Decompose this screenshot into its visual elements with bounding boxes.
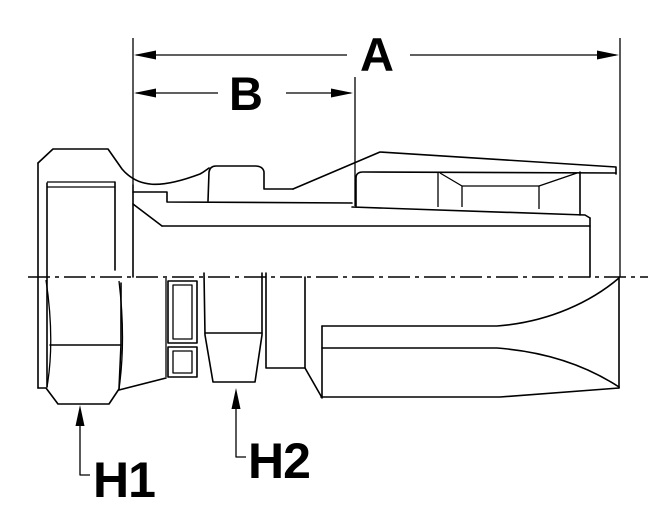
nut-hex-corner-left [45, 279, 52, 388]
hex2-profile [203, 272, 263, 383]
retainer-ring-2-inner [172, 350, 193, 374]
nipple-nose-chamfer [132, 203, 163, 227]
dim-b-arrowhead-left-icon [134, 88, 156, 98]
dim-a-arrowhead-right-icon [597, 50, 619, 60]
fitting-outline-top [37, 148, 617, 389]
h1-label: H1 [93, 452, 155, 508]
nut-outer-profile [37, 148, 210, 186]
h2-label: H2 [248, 433, 310, 489]
dim-a-label: A [360, 28, 394, 81]
retainer-ring-2 [167, 346, 198, 378]
body-sleeve [265, 272, 306, 369]
dimension-a: A [132, 28, 621, 277]
h1-leader-line [79, 425, 90, 476]
shell-lower-line-flare [321, 347, 620, 388]
dim-b-label: B [229, 67, 263, 120]
callout-h1: H1 [75, 405, 156, 508]
collar-bump [207, 165, 294, 202]
retainer-ring-1-inner [172, 284, 193, 340]
nut-skirt-taper [118, 377, 167, 391]
hose-od-ledge [351, 206, 591, 219]
ferrule-outer-slope [292, 151, 617, 190]
dim-a-arrowhead-left-icon [134, 50, 156, 60]
shell-bottom-outline [320, 387, 620, 398]
body-taper [304, 276, 322, 397]
dimension-b: B [134, 67, 356, 206]
shell-upper-line-flare [321, 277, 620, 327]
h1-leader-arrowhead-icon [75, 405, 85, 426]
nipple-shoulder-shelf [132, 191, 353, 204]
dim-b-arrowhead-right-icon [331, 88, 353, 98]
retainer-ring-1 [167, 280, 198, 344]
ferrule-pocket-mouth [355, 171, 617, 208]
callout-h2: H2 [231, 388, 311, 489]
fitting-outline-bottom [37, 272, 620, 405]
pocket-right-taper [538, 172, 578, 187]
nut-hex-corner-right [118, 280, 124, 390]
h2-leader-line [235, 408, 246, 458]
pocket-left-taper [439, 172, 463, 207]
h2-leader-arrowhead-icon [231, 388, 241, 409]
